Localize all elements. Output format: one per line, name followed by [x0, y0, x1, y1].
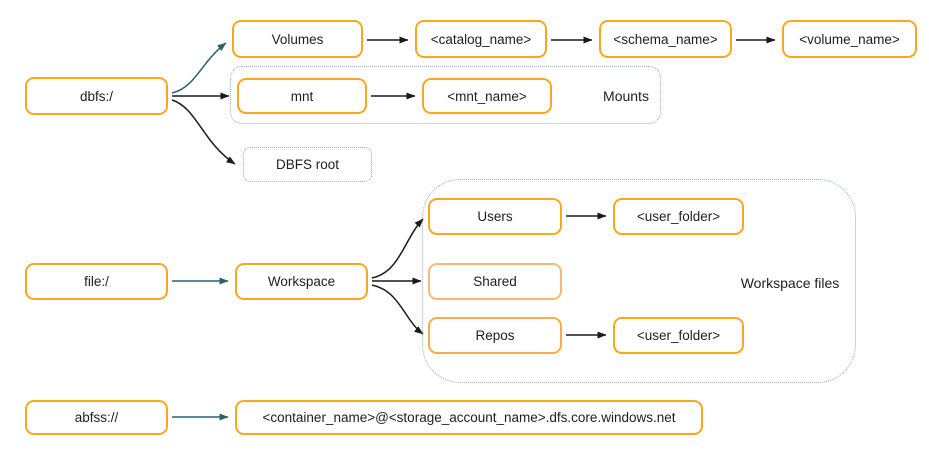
- arrow-workspace-to-users: [371, 218, 424, 279]
- node-volume-name: <volume_name>: [782, 20, 917, 58]
- arrow-workspace-to-repos: [371, 284, 424, 335]
- node-dbfs: dbfs:/: [25, 77, 168, 115]
- node-users: Users: [428, 198, 562, 235]
- node-user-folder-top: <user_folder>: [613, 198, 744, 235]
- workspace-files-group-outline: [422, 179, 856, 383]
- node-adls-path: <container_name>@<storage_account_name>.…: [235, 400, 703, 435]
- workspace-files-group-label: Workspace files: [740, 275, 840, 291]
- arrow-dbfs-to-dbfs-root: [171, 99, 236, 165]
- node-mnt: mnt: [237, 78, 367, 114]
- node-catalog-name: <catalog_name>: [415, 20, 547, 58]
- arrow-dbfs-to-volumes: [171, 42, 227, 94]
- node-repos: Repos: [428, 317, 562, 354]
- node-abfss: abfss://: [25, 400, 168, 435]
- node-file: file:/: [25, 263, 168, 300]
- node-user-folder-bottom: <user_folder>: [613, 317, 744, 354]
- mounts-group-outline: [230, 66, 661, 124]
- node-mnt-name: <mnt_name>: [422, 78, 552, 114]
- node-dbfs-root: DBFS root: [243, 147, 372, 182]
- node-schema-name: <schema_name>: [599, 20, 732, 58]
- node-shared: Shared: [428, 263, 562, 300]
- node-volumes: Volumes: [232, 20, 363, 58]
- mounts-group-label: Mounts: [603, 88, 649, 104]
- node-workspace: Workspace: [235, 263, 368, 300]
